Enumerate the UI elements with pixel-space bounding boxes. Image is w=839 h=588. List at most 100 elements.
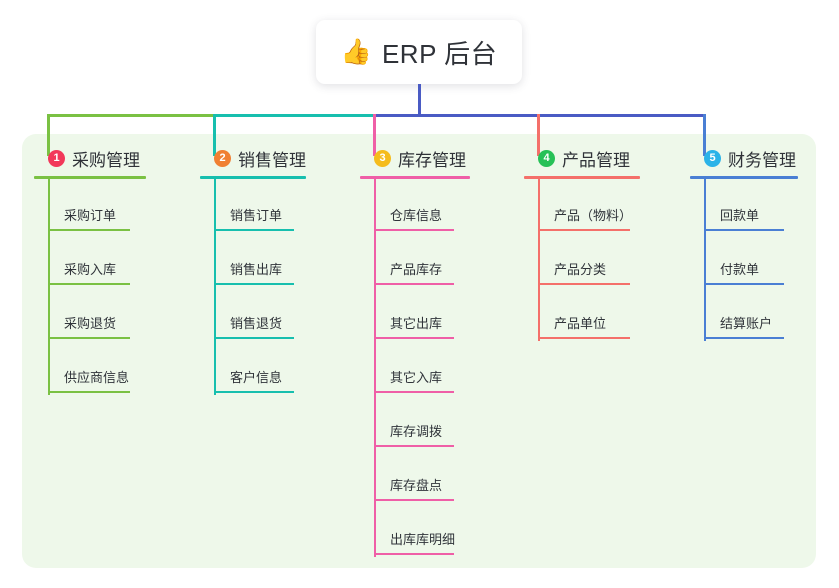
leaf-item-label: 出库库明细 xyxy=(390,532,456,547)
leaf-item-label: 回款单 xyxy=(720,208,760,223)
branch-underline-2 xyxy=(200,176,306,179)
branch-spine-4 xyxy=(538,179,540,341)
branch-header-1[interactable]: 1 采购管理 xyxy=(34,146,146,170)
branch-label-1: 采购管理 xyxy=(72,150,140,170)
leaf-item-underline xyxy=(214,229,294,231)
branches-panel xyxy=(22,134,816,568)
horizontal-connector-segment-2 xyxy=(214,114,374,117)
horizontal-connector-segment-4 xyxy=(538,114,704,117)
branch-drop-connector-2 xyxy=(213,114,216,156)
leaf-item[interactable]: 销售退货 xyxy=(200,287,306,341)
branch-badge-4: 4 xyxy=(538,149,555,167)
leaf-item-label: 其它入库 xyxy=(390,370,443,385)
branch-header-2[interactable]: 2 销售管理 xyxy=(200,146,306,170)
leaf-item[interactable]: 采购退货 xyxy=(34,287,146,341)
leaf-item[interactable]: 采购订单 xyxy=(34,179,146,233)
leaf-item[interactable]: 其它出库 xyxy=(360,287,470,341)
leaf-item[interactable]: 其它入库 xyxy=(360,341,470,395)
leaf-item-underline xyxy=(374,229,454,231)
branch-header-3[interactable]: 3 库存管理 xyxy=(360,146,470,170)
leaf-item[interactable]: 产品（物料） xyxy=(524,179,640,233)
leaf-item-label: 产品分类 xyxy=(554,262,607,277)
leaf-item[interactable]: 出库库明细 xyxy=(360,503,470,557)
leaf-item[interactable]: 回款单 xyxy=(690,179,798,233)
leaf-item-label: 客户信息 xyxy=(230,370,283,385)
branch-label-3: 库存管理 xyxy=(398,150,466,170)
leaf-item-label: 销售出库 xyxy=(230,262,283,277)
leaf-item-label: 库存盘点 xyxy=(390,478,443,493)
branch-badge-1: 1 xyxy=(48,149,65,167)
leaf-item[interactable]: 库存调拨 xyxy=(360,395,470,449)
leaf-item-label: 销售订单 xyxy=(230,208,283,223)
leaf-item[interactable]: 销售出库 xyxy=(200,233,306,287)
leaf-item-underline xyxy=(214,391,294,393)
leaf-item[interactable]: 库存盘点 xyxy=(360,449,470,503)
leaf-item-underline xyxy=(48,229,130,231)
leaf-item-underline xyxy=(214,337,294,339)
leaf-item-underline xyxy=(374,337,454,339)
leaf-item-label: 产品（物料） xyxy=(554,208,633,223)
branch-spine-2 xyxy=(214,179,216,395)
branch-label-4: 产品管理 xyxy=(562,150,630,170)
branch-spine-1 xyxy=(48,179,50,395)
leaf-item[interactable]: 销售订单 xyxy=(200,179,306,233)
leaf-item-underline xyxy=(374,445,454,447)
leaf-item-underline xyxy=(374,553,454,555)
leaf-item[interactable]: 客户信息 xyxy=(200,341,306,395)
branch-label-2: 销售管理 xyxy=(238,150,306,170)
branch-column-4: 4 产品管理产品（物料） 产品分类产品单位 xyxy=(524,146,640,341)
leaf-item[interactable]: 产品单位 xyxy=(524,287,640,341)
leaf-item[interactable]: 采购入库 xyxy=(34,233,146,287)
branch-items-5: 回款单付款单结算账户 xyxy=(690,179,798,341)
root-title: ERP 后台 xyxy=(381,38,498,69)
leaf-item[interactable]: 付款单 xyxy=(690,233,798,287)
leaf-item-label: 供应商信息 xyxy=(64,370,130,385)
branch-items-3: 仓库信息产品库存其它出库其它入库库存调拨库存盘点出库库明细 xyxy=(360,179,470,557)
branch-underline-1 xyxy=(34,176,146,179)
branch-column-1: 1 采购管理采购订单采购入库采购退货供应商信息 xyxy=(34,146,146,395)
leaf-item-underline xyxy=(374,391,454,393)
root-node[interactable]: 👍 ERP 后台 xyxy=(316,20,522,84)
branch-header-4[interactable]: 4 产品管理 xyxy=(524,146,640,170)
branch-drop-connector-3 xyxy=(373,114,376,156)
leaf-item[interactable]: 产品分类 xyxy=(524,233,640,287)
branch-drop-connector-1 xyxy=(47,114,50,156)
leaf-item-label: 库存调拨 xyxy=(390,424,443,439)
leaf-item-underline xyxy=(214,283,294,285)
leaf-item[interactable]: 供应商信息 xyxy=(34,341,146,395)
leaf-item-underline xyxy=(374,499,454,501)
branch-items-1: 采购订单采购入库采购退货供应商信息 xyxy=(34,179,146,395)
branch-underline-5 xyxy=(690,176,798,179)
leaf-item-underline xyxy=(538,229,630,231)
leaf-item-label: 结算账户 xyxy=(720,316,773,331)
leaf-item-underline xyxy=(48,283,130,285)
leaf-item-label: 采购订单 xyxy=(64,208,117,223)
leaf-item-label: 付款单 xyxy=(720,262,760,277)
leaf-item-label: 产品库存 xyxy=(390,262,443,277)
branch-badge-2: 2 xyxy=(214,149,231,167)
leaf-item-underline xyxy=(538,337,630,339)
branch-spine-5 xyxy=(704,179,706,341)
leaf-item-label: 采购入库 xyxy=(64,262,117,277)
leaf-item-label: 采购退货 xyxy=(64,316,117,331)
leaf-item[interactable]: 产品库存 xyxy=(360,233,470,287)
root-stem-connector xyxy=(418,84,421,117)
branch-column-3: 3 库存管理仓库信息产品库存其它出库其它入库库存调拨库存盘点出库库明细 xyxy=(360,146,470,557)
branch-items-2: 销售订单销售出库销售退货客户信息 xyxy=(200,179,306,395)
branch-badge-3: 3 xyxy=(374,149,391,167)
horizontal-connector-segment-3 xyxy=(374,114,538,117)
leaf-item-label: 产品单位 xyxy=(554,316,607,331)
branch-column-2: 2 销售管理销售订单销售出库销售退货客户信息 xyxy=(200,146,306,395)
branch-drop-connector-5 xyxy=(703,114,706,156)
leaf-item-underline xyxy=(48,337,130,339)
leaf-item-underline xyxy=(704,337,784,339)
leaf-item[interactable]: 仓库信息 xyxy=(360,179,470,233)
branch-spine-3 xyxy=(374,179,376,557)
leaf-item-label: 其它出库 xyxy=(390,316,443,331)
horizontal-connector-segment-1 xyxy=(48,114,214,117)
branch-label-5: 财务管理 xyxy=(728,150,796,170)
leaf-item[interactable]: 结算账户 xyxy=(690,287,798,341)
